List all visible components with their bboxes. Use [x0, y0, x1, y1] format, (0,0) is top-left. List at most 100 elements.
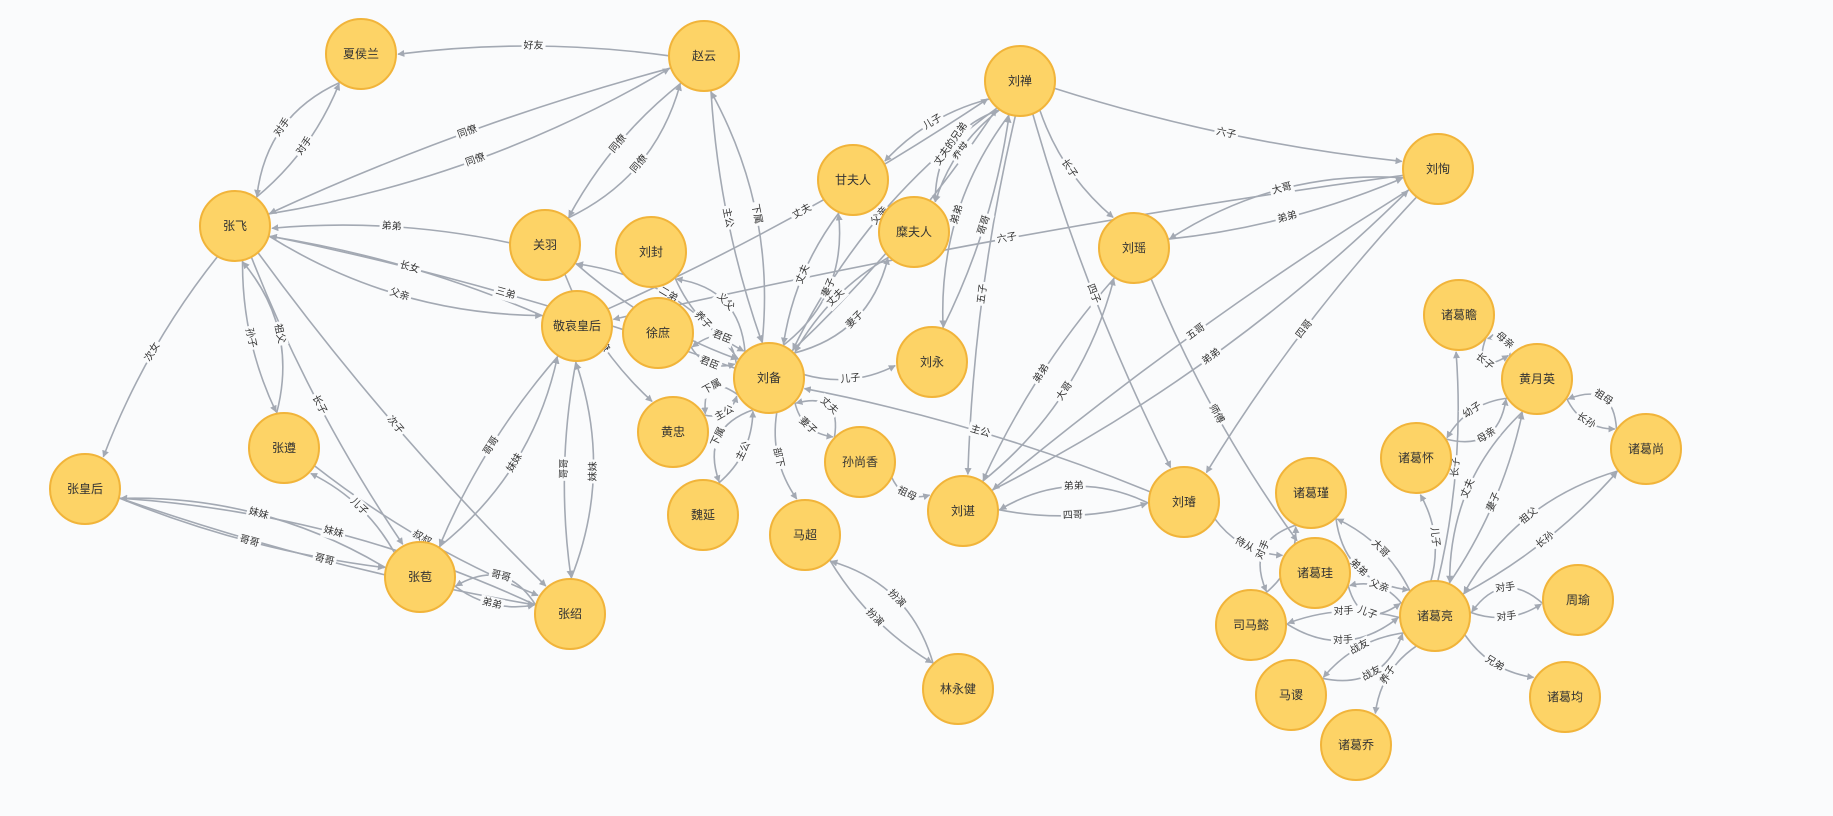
node-circle[interactable]	[1380, 422, 1452, 494]
node-guanyu[interactable]: 关羽	[509, 209, 581, 281]
node-label: 诸葛乔	[1338, 738, 1374, 752]
node-circle[interactable]	[325, 18, 397, 90]
node-liuchen[interactable]: 刘谌	[927, 475, 999, 547]
edge-liuxun-liuxuan	[1205, 196, 1418, 474]
node-xushu[interactable]: 徐庶	[622, 297, 694, 369]
node-circle[interactable]	[1501, 343, 1573, 415]
node-circle[interactable]	[1610, 413, 1682, 485]
node-zhangbao[interactable]: 张苞	[384, 541, 456, 613]
node-circle[interactable]	[1279, 537, 1351, 609]
node-circle[interactable]	[509, 209, 581, 281]
node-circle[interactable]	[1275, 457, 1347, 529]
node-label: 诸葛瞻	[1441, 308, 1477, 322]
edge-label-liubei-weiyan: 下属	[706, 423, 730, 451]
node-circle[interactable]	[984, 45, 1056, 117]
node-liuchan[interactable]: 刘禅	[984, 45, 1056, 117]
node-circle[interactable]	[1148, 466, 1220, 538]
node-circle[interactable]	[384, 541, 456, 613]
edge-label-background	[245, 504, 272, 524]
node-simayi[interactable]: 司马懿	[1215, 589, 1287, 661]
node-circle[interactable]	[817, 144, 889, 216]
node-circle[interactable]	[824, 426, 896, 498]
node-zhugegui[interactable]: 诸葛珪	[1279, 537, 1351, 609]
node-zhanghuanghou[interactable]: 张皇后	[49, 453, 121, 525]
node-label: 关羽	[533, 238, 557, 252]
node-circle[interactable]	[927, 475, 999, 547]
edge-zhangbao-jingaihuanghou	[438, 356, 560, 548]
node-zhugeqiao[interactable]: 诸葛乔	[1320, 709, 1392, 781]
node-circle[interactable]	[1255, 659, 1327, 731]
node-circle[interactable]	[1399, 580, 1471, 652]
node-label: 诸葛亮	[1417, 608, 1453, 623]
node-circle[interactable]	[668, 20, 740, 92]
node-circle[interactable]	[534, 578, 606, 650]
edge-label-huangzhong-liubei: 主公	[710, 401, 739, 426]
node-sunshangxiang[interactable]: 孙尚香	[824, 426, 896, 498]
node-huangyueying[interactable]: 黄月英	[1501, 343, 1573, 415]
node-machao[interactable]: 马超	[769, 499, 841, 571]
edge-zhangfei-zhanghuanghou	[102, 255, 219, 458]
node-zhangzun[interactable]: 张遵	[248, 412, 320, 484]
edge-label-zhangshao-zhanghuanghou: 妹妹	[320, 522, 347, 543]
node-zhugeliang[interactable]: 诸葛亮	[1399, 580, 1471, 652]
node-xiahoulan[interactable]: 夏侯兰	[325, 18, 397, 90]
node-zhugejin[interactable]: 诸葛瑾	[1275, 457, 1347, 529]
node-label: 诸葛怀	[1398, 451, 1434, 465]
node-jingaihuanghou[interactable]: 敬哀皇后	[541, 290, 613, 362]
node-circle[interactable]	[637, 396, 709, 468]
node-label: 张遵	[272, 440, 296, 455]
node-zhaoyun[interactable]: 赵云	[668, 20, 740, 92]
node-circle[interactable]	[896, 326, 968, 398]
node-linyongjian[interactable]: 林永健	[922, 653, 994, 725]
node-circle[interactable]	[667, 479, 739, 551]
node-liuxun[interactable]: 刘恂	[1402, 133, 1474, 205]
node-circle[interactable]	[622, 297, 694, 369]
edge-label-background	[1345, 635, 1374, 660]
node-label: 徐庶	[646, 325, 670, 340]
node-circle[interactable]	[1215, 589, 1287, 661]
node-huangzhong[interactable]: 黄忠	[637, 396, 709, 468]
edge-label-xushu-liubei: 君臣	[695, 352, 723, 375]
node-circle[interactable]	[769, 499, 841, 571]
node-liuyong[interactable]: 刘永	[896, 326, 968, 398]
node-circle[interactable]	[541, 290, 613, 362]
node-zhangfei[interactable]: 张飞	[199, 190, 271, 262]
node-circle[interactable]	[1320, 709, 1392, 781]
edge-machao-linyongjian	[828, 559, 933, 664]
node-circle[interactable]	[922, 653, 994, 725]
edge-label-zhangfei-zhangzun: 孙子	[241, 324, 260, 352]
node-circle[interactable]	[1098, 212, 1170, 284]
node-circle[interactable]	[1529, 661, 1601, 733]
node-masu[interactable]: 马谡	[1255, 659, 1327, 731]
node-zhangshao[interactable]: 张绍	[534, 578, 606, 650]
node-circle[interactable]	[878, 196, 950, 268]
node-liubei[interactable]: 刘备	[733, 342, 805, 414]
node-weiyan[interactable]: 魏延	[667, 479, 739, 551]
edge-label-background	[947, 136, 973, 165]
edge-label-zhaoyun-liubei: 主公	[718, 204, 737, 231]
node-circle[interactable]	[1423, 279, 1495, 351]
node-zhouyu[interactable]: 周瑜	[1542, 564, 1614, 636]
node-circle[interactable]	[733, 342, 805, 414]
edge-label-zhugeliang-zhugeshang: 长孙	[1531, 527, 1560, 554]
edge-label-background	[320, 522, 347, 543]
edge-label-text: 三弟	[494, 285, 517, 302]
node-mifuren[interactable]: 糜夫人	[878, 196, 950, 268]
edge-liuchan-liuxuan	[1031, 113, 1172, 469]
node-circle[interactable]	[615, 216, 687, 288]
node-circle[interactable]	[248, 412, 320, 484]
node-zhugejun[interactable]: 诸葛均	[1529, 661, 1601, 733]
node-zhugehuai[interactable]: 诸葛怀	[1380, 422, 1452, 494]
node-liuxuan[interactable]: 刘璿	[1148, 466, 1220, 538]
node-ganfuren[interactable]: 甘夫人	[817, 144, 889, 216]
edge-label-background	[1330, 632, 1356, 649]
node-circle[interactable]	[49, 453, 121, 525]
node-circle[interactable]	[199, 190, 271, 262]
node-liuyao[interactable]: 刘瑶	[1098, 212, 1170, 284]
node-liufeng[interactable]: 刘封	[615, 216, 687, 288]
node-circle[interactable]	[1542, 564, 1614, 636]
node-zhugezhan[interactable]: 诸葛瞻	[1423, 279, 1495, 351]
node-circle[interactable]	[1402, 133, 1474, 205]
edge-liuchan-liuyao	[1038, 109, 1114, 219]
node-zhugeshang[interactable]: 诸葛尚	[1610, 413, 1682, 485]
